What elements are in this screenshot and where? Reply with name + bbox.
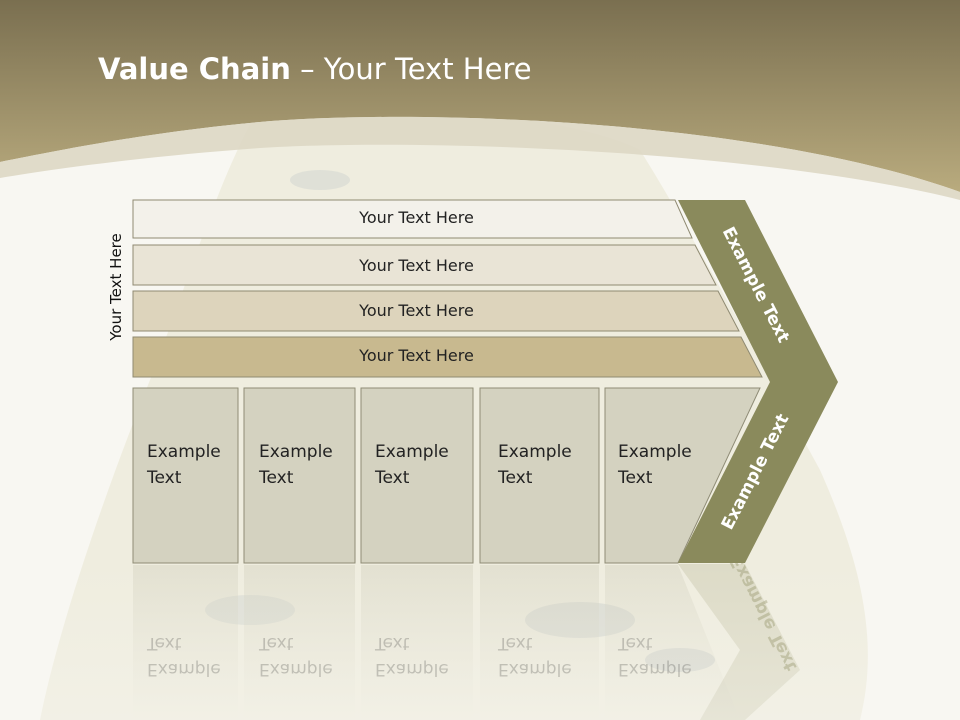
column-4-line1: Example [498, 442, 572, 462]
header-band [0, 0, 960, 192]
chevron-arrow [678, 200, 838, 563]
column-3-line1: Example [375, 442, 449, 462]
row-bar-4 [132, 336, 763, 378]
title-rest: – Your Text Here [290, 52, 532, 86]
column-5-line1: Example [618, 442, 692, 462]
row-label-2: Your Text Here [359, 256, 474, 275]
column-box-1 [132, 387, 239, 564]
column-2-line2: Text [259, 468, 294, 488]
side-label: Your Text Here [107, 233, 125, 341]
header-swoosh [0, 116, 960, 200]
column-1-line1: Example [147, 442, 221, 462]
column-box-4 [479, 387, 600, 564]
row-bar-2 [132, 244, 717, 286]
column-box-3 [360, 387, 474, 564]
column-box-2 [243, 387, 356, 564]
row-bar-3 [132, 290, 740, 332]
column-3-line2: Text [375, 468, 410, 488]
page-title: Value Chain – Your Text Here [98, 52, 532, 86]
column-2-line1: Example [259, 442, 333, 462]
row-label-4: Your Text Here [359, 346, 474, 365]
column-5-line2: Text [618, 468, 653, 488]
column-1-line2: Text [147, 468, 182, 488]
row-label-3: Your Text Here [359, 301, 474, 320]
column-4-line2: Text [498, 468, 533, 488]
row-bar-1 [132, 199, 693, 239]
title-bold: Value Chain [98, 52, 291, 86]
row-label-1: Your Text Here [359, 208, 474, 227]
